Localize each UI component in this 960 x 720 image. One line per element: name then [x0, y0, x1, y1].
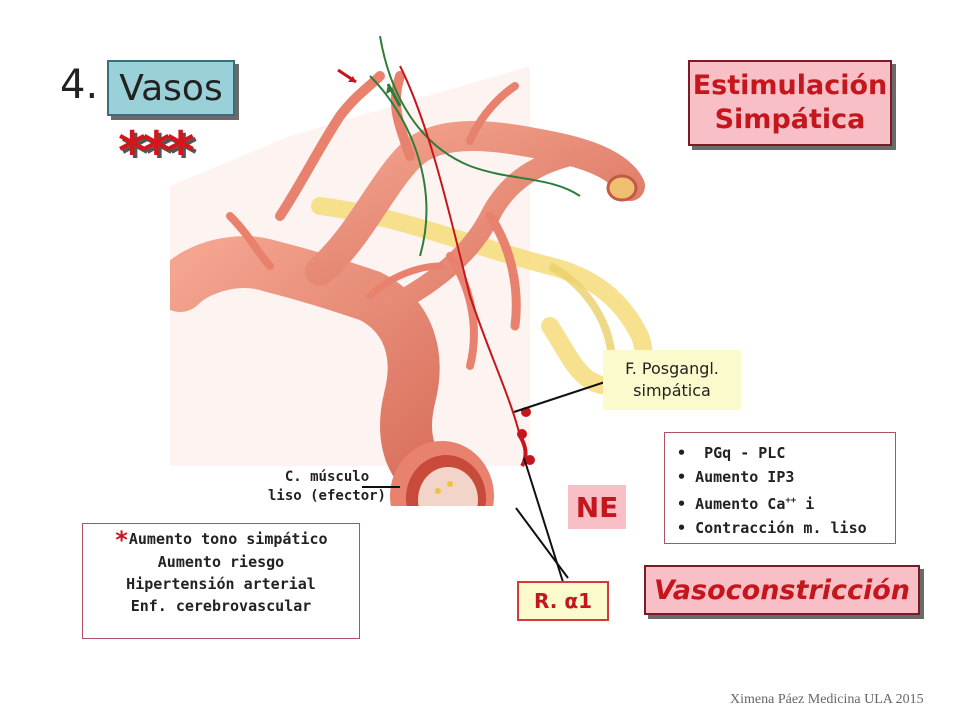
asterisk-mark: *	[114, 526, 129, 554]
riesgo-line4: Enf. cerebrovascular	[130, 597, 312, 615]
estimulacion-box: Estimulación Simpática	[688, 60, 892, 146]
riesgo-line3: Hipertensión arterial	[126, 575, 316, 593]
fibra-label: F. Posgangl. simpática	[603, 350, 741, 410]
musculo-label: C. músculo liso (efector)	[252, 468, 402, 506]
estimulacion-line1: Estimulación	[692, 70, 888, 101]
pathway-list: • PGq - PLC • Aumento IP3 • Aumento Ca++…	[664, 432, 896, 544]
musculo-line1: C. músculo	[284, 469, 370, 485]
section-number: 4.	[60, 62, 99, 108]
estimulacion-line2: Simpática	[714, 104, 866, 135]
ne-label: NE	[568, 485, 626, 529]
pathway-item: • Aumento Ca++ i	[677, 495, 815, 513]
pathway-item-3: Aumento Ca	[695, 495, 786, 513]
section-title: Vasos	[107, 60, 235, 116]
importance-stars: ***	[118, 120, 195, 183]
pathway-item-4: Contracción m. liso	[695, 519, 867, 537]
vasoconstriccion-box: Vasoconstricción	[644, 565, 920, 615]
pathway-item: • Contracción m. liso	[677, 519, 867, 537]
fibra-line1: F. Posgangl.	[625, 359, 719, 378]
pathway-item: • PGq - PLC	[677, 444, 786, 462]
pathway-item: • Aumento IP3	[677, 468, 795, 486]
footer-credit: Ximena Páez Medicina ULA 2015	[730, 692, 924, 707]
musculo-line2: liso (efector)	[267, 488, 386, 504]
riesgo-line1-wrap: *Aumento tono simpático	[83, 526, 359, 554]
vessel-illustration	[170, 36, 653, 506]
pathway-item-3-end: i	[796, 495, 815, 513]
riesgo-line1: Aumento tono simpático	[128, 530, 328, 548]
pathway-item-3-sup: ++	[785, 496, 797, 506]
pathway-item-2: Aumento IP3	[695, 468, 795, 486]
pathway-item-1: PGq - PLC	[704, 444, 786, 462]
riesgo-line2: Aumento riesgo	[157, 553, 285, 571]
fibra-line2: simpática	[633, 381, 711, 400]
receptor-label: R. α1	[517, 581, 609, 621]
riesgo-box: *Aumento tono simpático Aumento riesgo H…	[82, 523, 360, 639]
